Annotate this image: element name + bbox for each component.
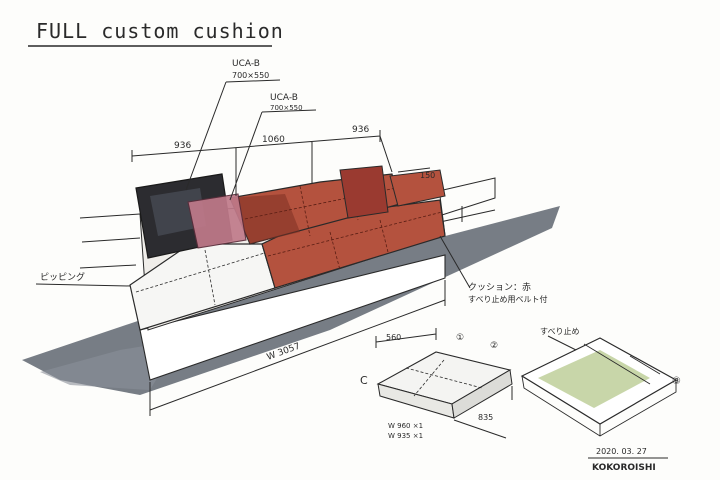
sheet-title: FULL custom cushion [36, 19, 284, 43]
cushion-note-line2: すべり止め用ベルト付 [468, 294, 547, 304]
dim-back-depth-label: 150 [420, 171, 435, 180]
detail-top-dim: 560 [386, 333, 401, 342]
dim-center-label: 1060 [262, 135, 285, 145]
cushion-b-code: UCA-B [270, 93, 298, 103]
detail-side-b: W 935 ×1 [388, 432, 423, 440]
back-cushion-right [389, 169, 446, 207]
detail-depth-dim: 835 [478, 413, 493, 422]
cushion-a-code: UCA-B [232, 59, 260, 69]
pad-leader [547, 335, 577, 351]
pad-underside-label: すべり止め [540, 326, 579, 336]
cushion-a-size: 700×550 [232, 71, 269, 80]
cushion-note-leader [439, 235, 471, 289]
seat-cushion-red-stitch [267, 211, 443, 271]
sketch-author: KOKOROISHI [592, 463, 656, 473]
callout-a-line [185, 79, 281, 191]
pad-lines [521, 343, 677, 437]
detail-c-mark: C [360, 374, 368, 387]
detail-dim-lines [375, 328, 513, 439]
detail-side-a: W 960 ×1 [388, 422, 423, 430]
sofa-base-front [139, 254, 446, 381]
pad-green [538, 350, 650, 408]
dim-right-label: 936 [352, 125, 369, 135]
dim-left-label: 936 [174, 141, 191, 151]
detail-cushion-stitch [405, 359, 483, 397]
detail-cushion-side2 [451, 369, 513, 419]
detail-circle-b: ② [490, 341, 498, 351]
wall-lines [79, 177, 496, 269]
pillow-black-highlight [150, 188, 206, 236]
detail-circle-a: ① [456, 333, 464, 343]
dim-back-depth-line [397, 167, 463, 222]
pad-mark: ③ [672, 376, 681, 387]
pillow-red-small [339, 165, 389, 219]
overall-width-line [149, 280, 446, 416]
back-cushion-red-shade [230, 194, 300, 244]
dimension-lines-top [131, 130, 393, 196]
piping-label: ピッピング [40, 271, 85, 283]
pillow-pink [187, 193, 247, 249]
callout-b-line [229, 109, 317, 201]
cushion-b-size: 700×550 [270, 104, 303, 112]
cushion-note-line1: クッション：赤 [468, 282, 531, 293]
piping-leader [35, 283, 131, 287]
seat-cushion-white-stitch [135, 249, 269, 306]
sketch-date: 2020. 03. 27 [596, 447, 647, 456]
